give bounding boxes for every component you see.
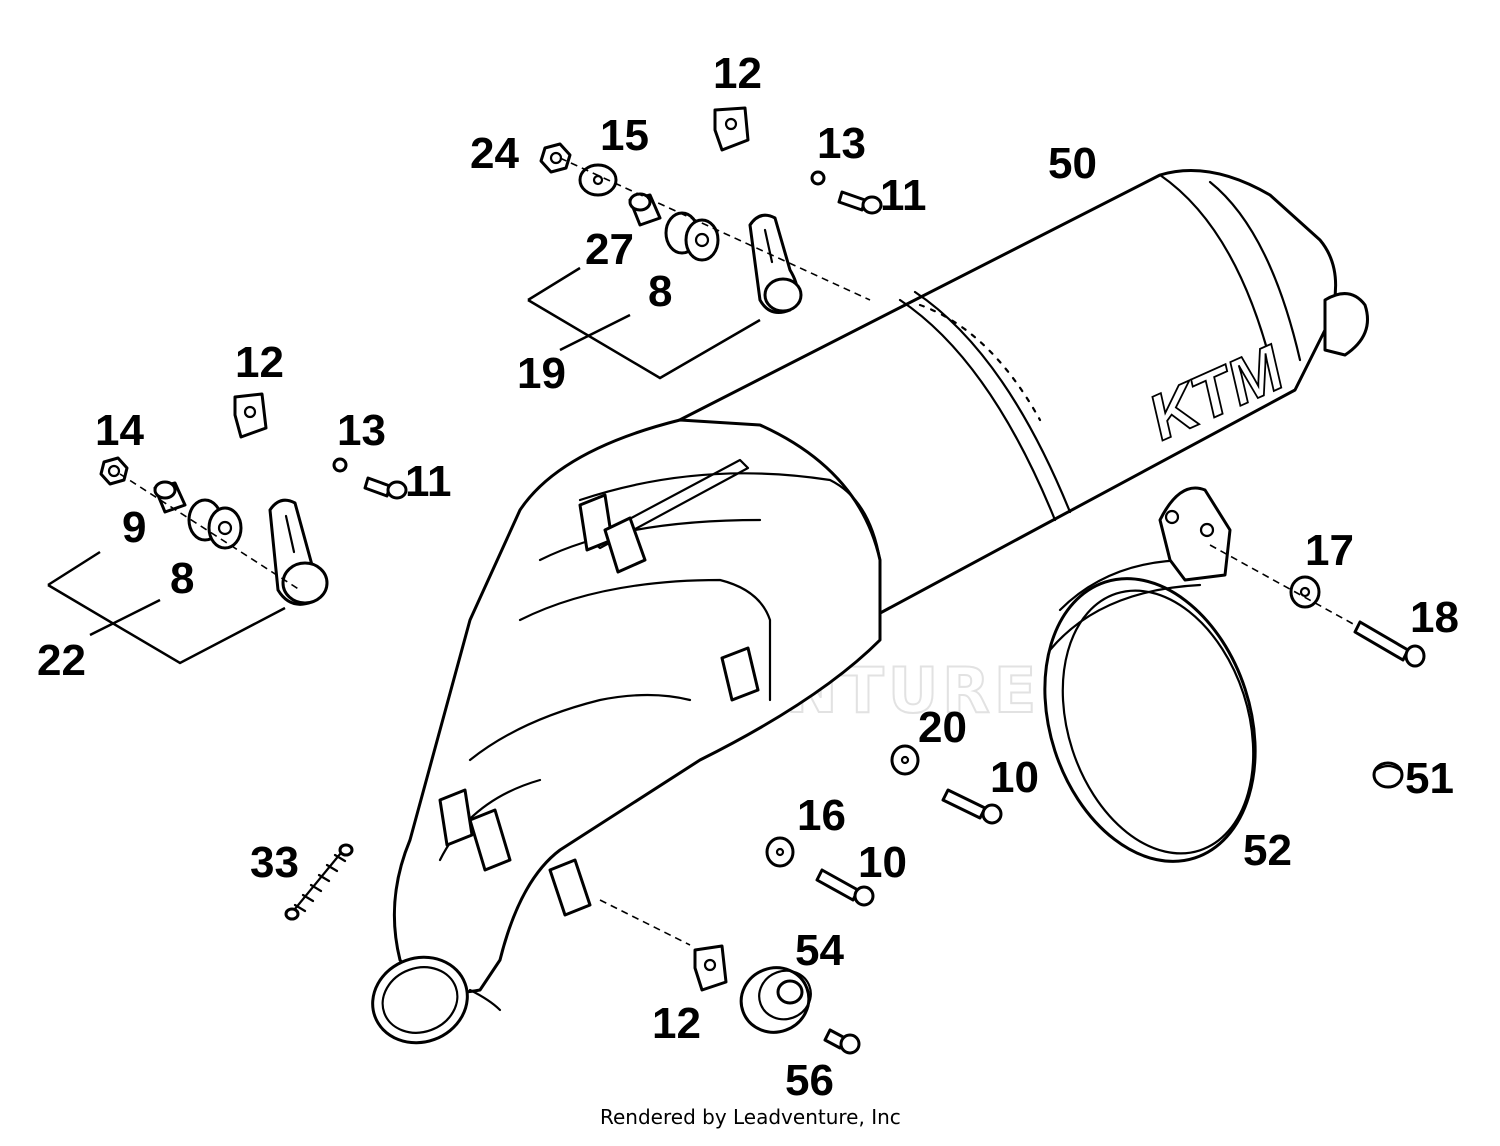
callout-50: 50	[1048, 139, 1097, 188]
bolt-18	[1353, 620, 1426, 668]
silencer-body: KTM	[371, 169, 1369, 1045]
callout-33: 33	[250, 838, 299, 887]
callout-labels: 12 24 15 13 11 50 27 8 19 12 14 13 11 9 …	[37, 49, 1459, 1105]
grommet-8	[664, 211, 720, 262]
grommet-8-lower	[187, 498, 243, 550]
callout-11-top: 11	[880, 171, 927, 220]
callout-12-top: 12	[713, 49, 762, 98]
washer-17	[1289, 575, 1321, 609]
callout-22: 22	[37, 636, 86, 685]
callout-8-top: 8	[648, 267, 672, 316]
callout-56: 56	[785, 1056, 834, 1105]
washer-13-left	[332, 457, 348, 473]
callout-15: 15	[600, 111, 649, 160]
callout-54: 54	[795, 926, 844, 975]
callout-16: 16	[797, 791, 846, 840]
washer-20	[890, 744, 920, 776]
bearing-54	[739, 966, 812, 1034]
nut-24	[539, 142, 572, 174]
bolt-11-top	[837, 190, 883, 215]
clip-12-top	[713, 106, 750, 152]
callout-13-left: 13	[337, 406, 386, 455]
bolt-10-upper	[941, 788, 1003, 825]
callout-24: 24	[470, 129, 519, 178]
callout-8-left: 8	[170, 554, 194, 603]
bracket-22	[268, 498, 329, 606]
sleeve-9	[153, 480, 187, 514]
callout-12-left: 12	[235, 338, 284, 387]
callout-27: 27	[585, 225, 634, 274]
lower-mount-assembly	[47, 392, 408, 665]
washer-13-top	[810, 170, 826, 186]
washer-16	[765, 836, 795, 868]
cap-51	[1372, 761, 1404, 789]
bracket-19	[748, 213, 803, 314]
callout-19: 19	[517, 349, 566, 398]
spring-33	[284, 843, 354, 921]
callout-11-left: 11	[405, 457, 452, 506]
bolt-10-lower	[815, 868, 875, 907]
clip-12-left	[233, 392, 268, 439]
callout-9: 9	[122, 503, 146, 552]
callout-17: 17	[1305, 526, 1354, 575]
bolt-56	[823, 1028, 861, 1055]
upper-mount-assembly	[527, 106, 883, 380]
footer-credit: Rendered by Leadventure, Inc	[600, 1105, 901, 1129]
callout-10-lower: 10	[858, 838, 907, 887]
callout-13-top: 13	[817, 119, 866, 168]
bolt-11-left	[363, 476, 408, 500]
clamp-52	[1043, 486, 1257, 863]
callout-18: 18	[1410, 593, 1459, 642]
callout-14: 14	[95, 406, 144, 455]
callout-52: 52	[1243, 826, 1292, 875]
sleeve-27	[628, 192, 662, 227]
callout-10-upper: 10	[990, 753, 1039, 802]
callout-20: 20	[918, 703, 967, 752]
clip-12-bottom	[693, 944, 728, 992]
callout-12-bottom: 12	[652, 999, 701, 1048]
nut-14	[99, 456, 129, 486]
washer-15	[578, 163, 618, 197]
callout-51: 51	[1405, 754, 1454, 803]
